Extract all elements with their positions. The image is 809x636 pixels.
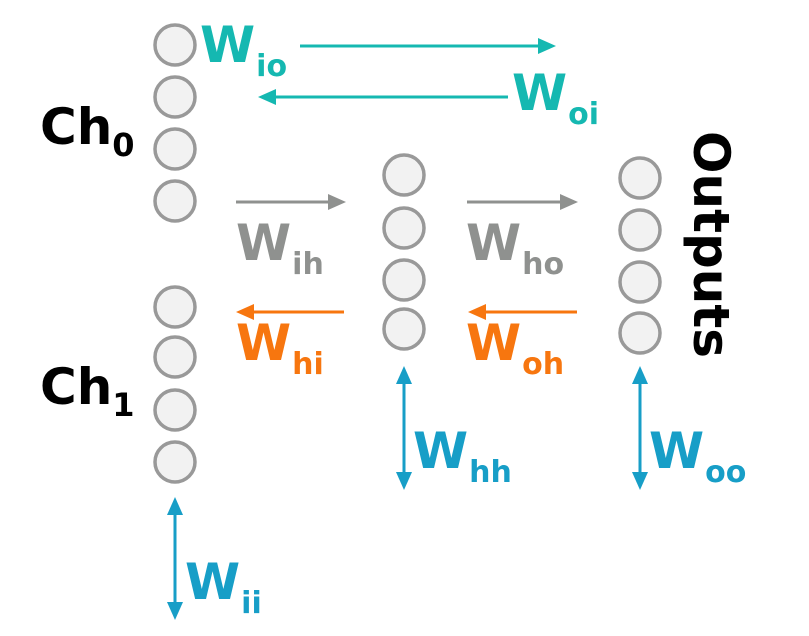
arrowhead-ih: [328, 194, 346, 210]
neuron-ch1-2: [153, 388, 197, 432]
layer-label-ch0: Ch0: [40, 98, 135, 164]
arrowhead-up-oo: [632, 366, 648, 384]
weight-label-oh: Woh: [466, 314, 565, 382]
neuron-hidden-3: [382, 307, 426, 351]
arrowhead-oh: [468, 304, 486, 320]
neuron-ch0-0: [153, 23, 197, 67]
neuron-outputs-3: [618, 311, 662, 355]
neuron-ch0-3: [153, 179, 197, 223]
neuron-outputs-2: [618, 260, 662, 304]
weight-label-oi: Woi: [512, 64, 600, 132]
neuron-outputs-1: [618, 208, 662, 252]
neuron-hidden-0: [382, 153, 426, 197]
layer-label-ch1: Ch1: [40, 358, 135, 424]
weight-label-ho: Who: [466, 214, 565, 282]
weight-label-hh: Whh: [413, 422, 512, 490]
weight-label-ih: Wih: [236, 214, 324, 282]
arrowhead-up-ii: [167, 497, 183, 515]
neuron-ch0-2: [153, 127, 197, 171]
arrowhead-up-hh: [396, 366, 412, 384]
arrowhead-down-ii: [167, 602, 183, 620]
weight-label-io: Wio: [200, 16, 288, 84]
arrowhead-io: [538, 38, 556, 54]
neuron-hidden-1: [382, 206, 426, 250]
arrowhead-down-oo: [632, 472, 648, 490]
weight-label-ii: Wii: [185, 553, 262, 621]
arrowhead-down-hh: [396, 472, 412, 490]
arrowhead-ho: [560, 194, 578, 210]
neuron-ch1-1: [153, 335, 197, 379]
weight-label-hi: Whi: [236, 314, 324, 382]
arrowhead-hi: [236, 304, 254, 320]
neuron-ch0-1: [153, 75, 197, 119]
neuron-outputs-0: [618, 156, 662, 200]
weight-label-oo: Woo: [649, 422, 747, 490]
neuron-hidden-2: [382, 258, 426, 302]
neuron-ch1-3: [153, 440, 197, 484]
layer-label-outputs: Outputs: [682, 131, 740, 359]
arrowhead-oi: [258, 89, 276, 105]
neuron-ch1-0: [153, 285, 197, 329]
